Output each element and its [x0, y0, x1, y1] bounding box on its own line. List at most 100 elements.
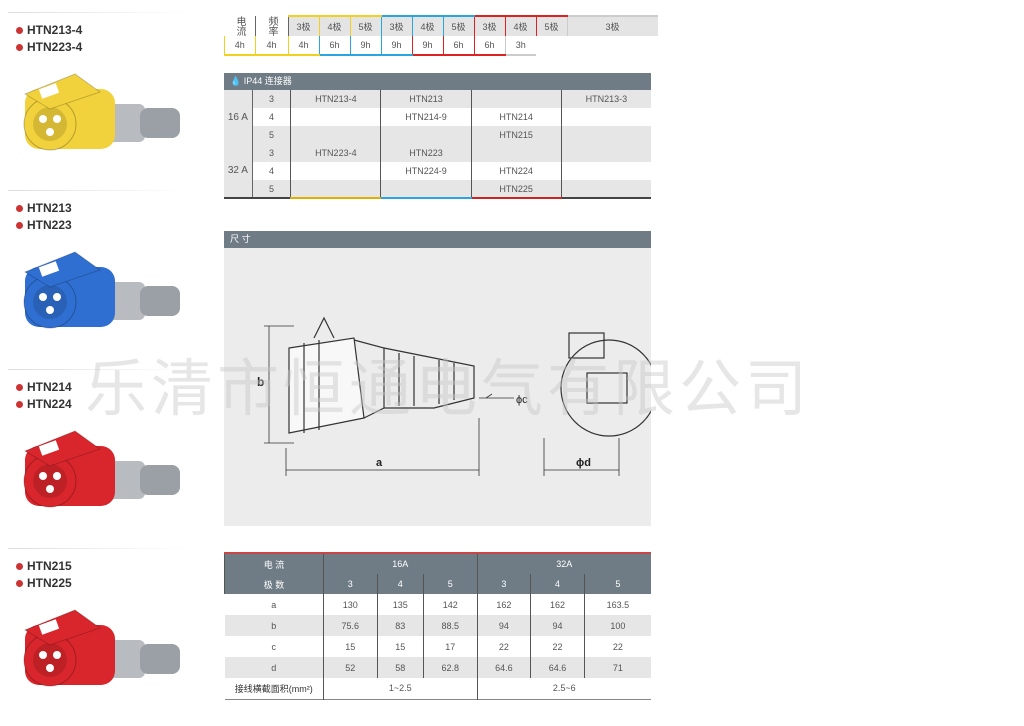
pole-header: 4极 — [411, 15, 443, 36]
model-cell — [290, 126, 381, 144]
wire-label: 接线横截面积(mm²) — [234, 683, 313, 694]
watermark: 乐清市恒通电气有限公司 — [85, 352, 812, 425]
dim-value: 15 — [323, 636, 378, 657]
model-cell: HTN223-4 — [290, 144, 381, 162]
connector-image — [23, 251, 180, 329]
model-cell: HTN214-9 — [380, 108, 472, 126]
dim-name: b — [271, 620, 277, 631]
product-model-label: HTN223 — [16, 217, 72, 234]
pole-header: 5极 — [349, 15, 381, 36]
pole-header: 3极 — [473, 15, 505, 36]
product-model-label: HTN215 — [16, 558, 72, 575]
connector-image — [23, 430, 180, 508]
pole-header: 3极 — [380, 15, 412, 36]
model-cell: HTN213-3 — [560, 90, 651, 108]
bullet-icon — [16, 44, 23, 51]
model-cell — [560, 108, 651, 126]
hours-cell: 4h — [224, 36, 255, 56]
current-cell: 16 A — [224, 90, 253, 144]
hours-cell: 3h — [504, 36, 536, 56]
pole-header: 3极 — [566, 15, 658, 36]
model-cell — [290, 162, 381, 180]
poles-cell: 4 — [268, 166, 274, 176]
dim-b: b — [257, 375, 264, 389]
dim-value: 17 — [422, 636, 478, 657]
model-text: HTN223 — [27, 218, 72, 232]
poles-cell: 4 — [268, 112, 274, 122]
ip44-header: 💧 IP44 连接器 — [224, 73, 651, 90]
hours-cell: 9h — [380, 36, 412, 56]
model-cell — [560, 126, 651, 144]
connector-image — [23, 73, 180, 151]
model-cell — [290, 180, 381, 199]
dim-value: 15 — [376, 636, 424, 657]
model-cell — [560, 144, 651, 162]
model-text: HTN213 — [27, 201, 72, 215]
dim-name: a — [271, 599, 277, 610]
bullet-icon — [16, 222, 23, 229]
dim-value: 94 — [476, 615, 531, 636]
header-16a: 16A — [323, 554, 478, 574]
hours-cell: 9h — [349, 36, 381, 56]
dim-value: 52 — [323, 657, 378, 678]
model-cell — [290, 108, 381, 126]
model-cell: HTN223 — [380, 144, 472, 162]
poles-cell: 5 — [268, 130, 274, 140]
current-label: 电流 — [224, 16, 256, 36]
dim-d: ϕd — [576, 457, 591, 469]
model-text: HTN215 — [27, 559, 72, 573]
model-cell: HTN224-9 — [380, 162, 472, 180]
model-cell — [560, 162, 651, 180]
pole-header: 5极 — [535, 15, 567, 36]
divider — [8, 369, 188, 370]
connector-image — [23, 609, 180, 687]
model-text: HTN223-4 — [27, 40, 83, 54]
dim-value: 135 — [376, 594, 424, 615]
product-model-label: HTN223-4 — [16, 39, 82, 56]
poles-label: 极 数 — [224, 574, 324, 594]
poles-cell: 5 — [268, 183, 274, 194]
model-text: HTN225 — [27, 576, 72, 590]
poles-cell: 3 — [268, 94, 274, 104]
pole-header: 3极 — [287, 15, 319, 36]
model-cell — [380, 126, 472, 144]
dim-value: 130 — [323, 594, 378, 615]
dim-value: 58 — [376, 657, 424, 678]
dim-value: 75.6 — [323, 615, 378, 636]
dim-value: 22 — [530, 636, 585, 657]
dim-value: 71 — [583, 657, 651, 678]
table-row: 5 HTN215 — [224, 126, 651, 144]
dim-value: 100 — [583, 615, 651, 636]
wire-32a: 2.5~6 — [476, 678, 651, 699]
pole-header: 4 — [376, 574, 424, 594]
bullet-icon — [16, 205, 23, 212]
model-text: HTN224 — [27, 397, 72, 411]
bullet-icon — [16, 580, 23, 587]
model-text: HTN214 — [27, 380, 72, 394]
wire-16a: 1~2.5 — [323, 678, 478, 699]
dim-value: 163.5 — [583, 594, 651, 615]
model-cell: HTN224 — [470, 162, 562, 180]
divider — [8, 548, 188, 549]
hours-cell: 4h — [254, 36, 288, 56]
model-cell: HTN213 — [380, 90, 472, 108]
model-cell — [470, 90, 562, 108]
dimensions-panel: 尺 寸 b a ϕc ϕd — [224, 231, 651, 526]
model-cell: HTN215 — [470, 126, 562, 144]
product-model-label: HTN225 — [16, 575, 72, 592]
pole-header: 5 — [583, 574, 651, 594]
model-text: HTN213-4 — [27, 23, 83, 37]
hours-cell: 6h — [473, 36, 505, 56]
dim-c: ϕc — [516, 394, 528, 406]
pole-header: 4极 — [318, 15, 350, 36]
pole-header: 4极 — [504, 15, 536, 36]
